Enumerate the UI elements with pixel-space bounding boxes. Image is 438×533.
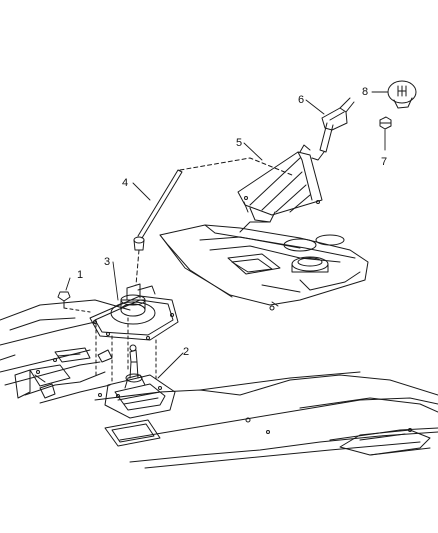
shift-rod <box>133 157 293 286</box>
jam-nut <box>379 116 392 130</box>
shift-boot <box>237 144 323 223</box>
fastener-screw <box>57 291 91 313</box>
boot-plate <box>89 283 179 383</box>
callout-labels: 1 2 3 4 5 6 7 8 <box>77 86 387 358</box>
callout-3: 3 <box>104 256 110 268</box>
shifter-mechanism <box>104 344 176 419</box>
callout-7: 7 <box>381 156 387 168</box>
center-console <box>159 221 369 311</box>
shift-lever <box>311 97 355 161</box>
callout-5: 5 <box>236 137 242 149</box>
callout-8: 8 <box>362 86 368 98</box>
callout-2: 2 <box>183 346 189 358</box>
callout-4: 4 <box>122 177 128 189</box>
floor-pan <box>0 299 438 469</box>
callout-6: 6 <box>298 94 304 106</box>
shift-knob <box>387 80 417 109</box>
leader-lines <box>65 91 389 379</box>
callout-1: 1 <box>77 269 83 281</box>
